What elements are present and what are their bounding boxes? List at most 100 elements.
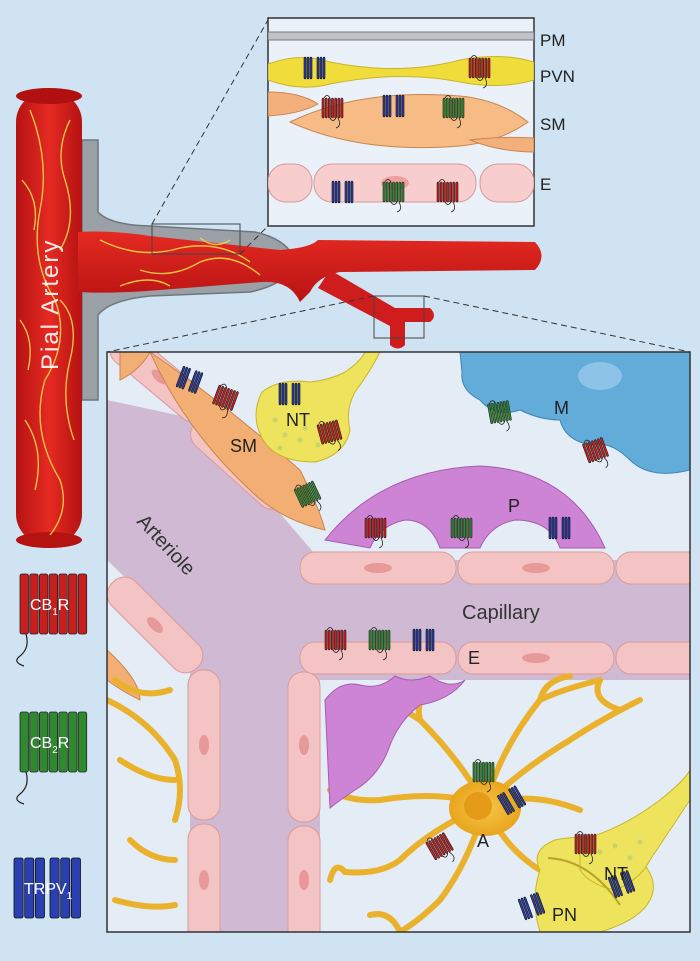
helix: [398, 181, 402, 203]
helix: [340, 629, 344, 651]
label-p: P: [508, 496, 520, 516]
tail: [16, 633, 28, 667]
vesicles: [272, 417, 321, 451]
helix: [469, 517, 473, 539]
helix: [448, 97, 452, 119]
helix: [178, 366, 189, 389]
label-pn: PN: [552, 905, 577, 925]
helix: [322, 56, 326, 80]
endothelial-nucleus: [522, 563, 550, 573]
helix: [382, 181, 386, 203]
helix: [472, 761, 476, 783]
trpv1-receptor: [548, 516, 571, 540]
helix: [461, 97, 465, 119]
helix: [319, 56, 323, 80]
loop: [438, 179, 455, 213]
helix: [463, 517, 467, 539]
helix: [309, 56, 313, 80]
helix: [334, 180, 338, 204]
helix: [48, 573, 58, 635]
helix: [29, 573, 39, 635]
helix: [398, 94, 402, 118]
helix: [215, 385, 224, 406]
label-sm-main: SM: [230, 436, 257, 456]
cb1-receptor: [364, 515, 387, 549]
helix: [364, 517, 368, 539]
helix: [475, 761, 479, 783]
loop: [452, 515, 469, 549]
label-m: M: [554, 398, 569, 418]
top-inset: PM PVN SM E: [267, 17, 575, 227]
cb2-receptor: [293, 480, 322, 512]
label-capillary: Capillary: [462, 602, 540, 624]
pial-artery-trunk: [16, 92, 82, 544]
pericyte-lower: [324, 675, 466, 810]
cb2-receptor: [450, 515, 473, 549]
helix: [325, 422, 334, 443]
helix: [291, 382, 295, 406]
helix: [561, 516, 565, 540]
helix: [502, 792, 515, 812]
helix: [24, 857, 35, 919]
helix: [431, 628, 435, 652]
helix: [368, 629, 372, 651]
main-inset: SM NT M P Arteriole Capillary E A NT PN: [106, 351, 691, 933]
loop: [489, 400, 510, 432]
helix: [513, 785, 526, 806]
loop: [326, 627, 343, 661]
helix: [487, 403, 494, 424]
endothelial-cell: [615, 551, 690, 585]
trpv1-receptor: [497, 785, 526, 815]
helix: [193, 372, 204, 394]
helix: [613, 874, 623, 897]
helix: [322, 422, 331, 443]
loop: [576, 831, 593, 865]
helix: [384, 629, 388, 651]
helix: [388, 94, 392, 118]
endothelial-nucleus: [364, 563, 392, 573]
helix: [324, 629, 328, 651]
helix: [308, 482, 319, 501]
helix: [344, 180, 348, 204]
legend-cb1-label: CB1R: [30, 597, 69, 618]
zoom-box-artery: [151, 223, 241, 255]
helix: [181, 367, 191, 390]
helix: [551, 516, 555, 540]
helix: [548, 516, 552, 540]
helix: [460, 517, 463, 539]
helix: [588, 441, 597, 461]
trpv1-receptor: [175, 365, 204, 394]
helix: [446, 181, 449, 203]
helix: [471, 57, 475, 79]
helix: [497, 795, 510, 815]
helix: [331, 180, 335, 204]
helix: [175, 365, 186, 388]
helix: [306, 56, 310, 80]
helix: [466, 517, 470, 539]
perivascular-nerves: [19, 109, 261, 536]
helix: [60, 857, 71, 919]
helix: [517, 898, 528, 921]
pericyte: [324, 465, 606, 549]
artery-branch: [78, 231, 542, 302]
helix: [337, 97, 341, 119]
helix: [218, 387, 227, 407]
helix: [68, 711, 78, 773]
helix: [587, 833, 591, 855]
helix: [395, 94, 399, 118]
vesicles: [597, 839, 643, 873]
helix: [380, 517, 384, 539]
helix: [331, 420, 340, 441]
endothelial-cell: [615, 641, 690, 675]
helix: [412, 628, 416, 652]
helix: [499, 793, 513, 814]
label-e-main: E: [468, 648, 480, 668]
helix: [230, 391, 239, 411]
loop: [384, 179, 401, 213]
helix: [68, 573, 78, 635]
helix: [452, 181, 456, 203]
helix: [487, 57, 491, 79]
legend: CB1R CB2R TRPV1: [13, 573, 88, 919]
